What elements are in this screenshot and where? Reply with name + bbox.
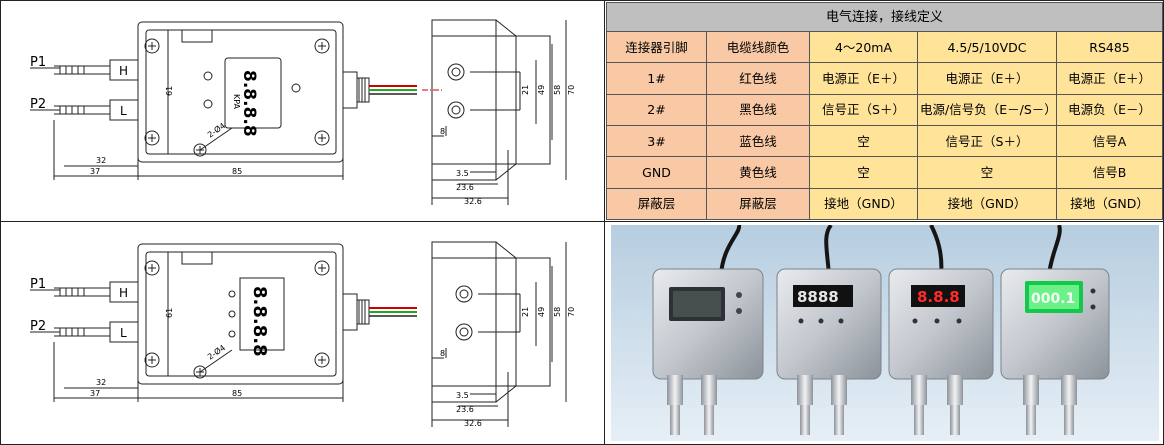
table-cell: 接地（GND） [917,187,1057,221]
dim-hole: 2-Ø4 [205,342,227,361]
table-cell: 1# [606,62,707,95]
dim-23-6: 23.6 [456,405,474,414]
led-digits: 8.8.8.8 [249,286,270,357]
table-cell: GND [606,156,707,189]
table-cell: 电源正（E＋） [1055,62,1164,95]
port-p2-label: P2 [30,97,46,112]
table-cell: 电源/信号负（E－/S－） [917,93,1057,126]
table-row: 3# 蓝色线 空 信号正（S＋） 信号A [606,124,1164,158]
port-p2-label: P2 [30,319,46,334]
table-cell: 接地（GND） [809,187,918,221]
led-window [239,277,285,351]
header-voltage: 4.5/5/10VDC [917,30,1057,64]
dim-61: 61 [165,308,174,318]
port-h-label: H [119,64,128,78]
housing-inner [145,29,337,155]
display-digits-red: 8.8.8 [917,288,960,306]
table-row: 2# 黑色线 信号正（S＋） 电源/信号负（E－/S－） 电源负（E－） [606,93,1164,126]
dim-49: 49 [537,85,546,95]
table-cell: 3# [606,124,707,158]
dim-70: 70 [567,85,576,95]
transmitter-led-red: 8.8.8 [888,268,994,435]
table-cell: 黄色线 [706,156,810,189]
table-cell: 信号A [1055,124,1164,158]
table-cell: 电源负（E－） [1055,93,1164,126]
dim-37: 37 [90,167,100,176]
dim-58: 58 [553,307,562,317]
table-cell: 信号正（S＋） [917,124,1057,158]
dim-8: 8 [440,127,445,136]
horizontal-divider [0,221,1164,222]
table-row: GND 黄色线 空 空 信号B [606,156,1164,189]
wiring-table: 电气连接，接线定义 连接器引脚 电缆线颜色 4～20mA 4.5/5/10VDC… [605,2,1164,221]
dim-3-5: 3.5 [456,391,469,400]
table-cell: 空 [917,156,1057,189]
dim-85: 85 [232,167,242,176]
dim-85: 85 [232,389,242,398]
header-pin: 连接器引脚 [606,30,707,64]
dim-hole: 2-Ø4 [205,120,227,139]
dim-3-5: 3.5 [456,169,469,178]
transmitter-led-white: 8888 [776,268,882,435]
table-cell: 电源正（E＋） [917,62,1057,95]
lcd-unit: KPA [232,94,241,110]
dimension-drawing-led: P1 P2 H L 32 37 85 61 2-Ø4 8.8.8.8 21 49… [30,241,576,428]
dimension-drawing-lcd: P1 P2 H L 32 37 85 61 2-Ø4 8.8.8.8 KPA 2… [30,19,576,206]
port-p1-label: P1 [30,277,46,292]
table-cell: 信号B [1055,156,1164,189]
dim-32-6: 32.6 [464,197,482,206]
dim-8: 8 [440,349,445,358]
housing-inner [145,251,337,377]
table-cell: 接地（GND） [1055,187,1164,221]
port-l-label: L [120,326,127,340]
dim-21: 21 [521,85,530,95]
port-p1-label: P1 [30,55,46,70]
table-cell: 屏蔽层 [606,187,707,221]
dim-58: 58 [553,85,562,95]
table-cell: 红色线 [706,62,810,95]
product-photo: 8888 8.8.8 000.1 [611,225,1159,441]
vertical-divider [604,0,605,445]
table-cell: 2# [606,93,707,126]
dim-32-6: 32.6 [464,419,482,428]
dim-37: 37 [90,389,100,398]
header-rs485: RS485 [1055,30,1164,64]
table-cell: 空 [809,124,918,158]
table-header-row: 连接器引脚 电缆线颜色 4～20mA 4.5/5/10VDC RS485 [606,30,1164,64]
table-cell: 蓝色线 [706,124,810,158]
transmitter-lcd-green: 000.1 [1000,268,1110,435]
header-wire-color: 电缆线颜色 [706,30,810,64]
port-l-label: L [120,104,127,118]
table-row: 1# 红色线 电源正（E＋） 电源正（E＋） 电源正（E＋） [606,62,1164,95]
table-cell: 空 [809,156,918,189]
table-row: 屏蔽层 屏蔽层 接地（GND） 接地（GND） 接地（GND） [606,187,1164,221]
dim-32: 32 [96,378,106,387]
lid-notch [181,29,213,43]
table-cell: 电源正（E＋） [809,62,918,95]
port-h-label: H [119,286,128,300]
dim-32: 32 [96,156,106,165]
display-digits-white: 8888 [797,288,839,306]
lcd-window [224,57,282,129]
dim-70: 70 [567,307,576,317]
dim-61: 61 [165,86,174,96]
table-cell: 黑色线 [706,93,810,126]
transmitter-lcd [652,268,764,435]
header-4-20ma: 4～20mA [809,30,918,64]
dim-21: 21 [521,307,530,317]
display-digits-green: 000.1 [1031,291,1075,307]
dim-49: 49 [537,307,546,317]
table-cell: 屏蔽层 [706,187,810,221]
dim-23-6: 23.6 [456,183,474,192]
table-cell: 信号正（S＋） [809,93,918,126]
lcd-digits: 8.8.8.8 [239,70,259,137]
table-title: 电气连接，接线定义 [605,2,1164,32]
